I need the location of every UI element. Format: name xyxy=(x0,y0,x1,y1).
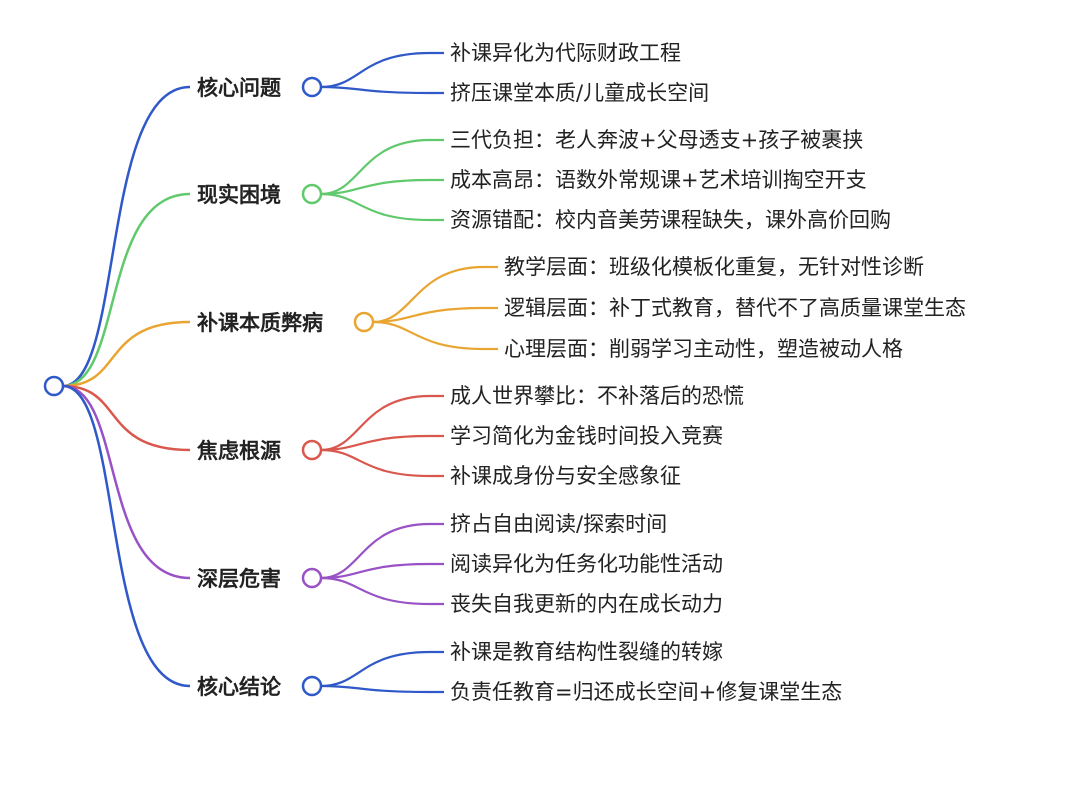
branch-title: 核心结论 xyxy=(197,675,282,699)
leaf-item: 学习简化为金钱时间投入竞赛 xyxy=(450,424,723,448)
branch-to-leaf-connector xyxy=(320,434,444,452)
branch-node-circle[interactable] xyxy=(301,439,323,461)
branch-title: 深层危害 xyxy=(197,567,281,591)
root-to-branch-connector xyxy=(62,85,191,388)
branch-to-leaf-connector xyxy=(320,448,444,478)
branch-node-circle[interactable] xyxy=(301,183,323,205)
branch-title: 现实困境 xyxy=(197,183,281,207)
root-to-branch-connector xyxy=(62,384,191,452)
branch-to-leaf-connector xyxy=(320,562,444,580)
branch-to-leaf-connector xyxy=(320,522,444,580)
root-to-branch-connector xyxy=(62,192,191,388)
branch-to-leaf-connector xyxy=(320,192,444,222)
branch-to-leaf-connector xyxy=(372,320,498,351)
leaf-item: 资源错配：校内音美劳课程缺失，课外高价回购 xyxy=(450,208,891,232)
root-to-branch-connector xyxy=(62,384,191,580)
root-node-circle[interactable] xyxy=(43,375,65,397)
leaf-item: 阅读异化为任务化功能性活动 xyxy=(450,552,723,576)
leaf-item: 补课异化为代际财政工程 xyxy=(450,41,681,65)
leaf-item: 三代负担：老人奔波+父母透支+孩子被裹挟 xyxy=(450,128,863,152)
root-to-branch-connector xyxy=(62,384,191,688)
branch-to-leaf-connector xyxy=(372,265,498,324)
branch-node-circle[interactable] xyxy=(301,567,323,589)
leaf-item: 心理层面：削弱学习主动性，塑造被动人格 xyxy=(504,337,903,361)
leaf-item: 补课是教育结构性裂缝的转嫁 xyxy=(450,640,723,664)
branch-to-leaf-connector xyxy=(320,684,444,694)
leaf-item: 挤占自由阅读/探索时间 xyxy=(450,512,667,536)
branch-to-leaf-connector xyxy=(320,138,444,196)
leaf-item: 逻辑层面：补丁式教育，替代不了高质量课堂生态 xyxy=(504,296,966,320)
branch-node-circle[interactable] xyxy=(301,76,323,98)
branch-to-leaf-connector xyxy=(320,576,444,606)
branch-title: 焦虑根源 xyxy=(196,439,281,463)
leaf-item: 补课成身份与安全感象征 xyxy=(450,464,681,488)
branch-node-circle[interactable] xyxy=(353,311,375,333)
branch-to-leaf-connector xyxy=(320,394,444,452)
branch-title: 核心问题 xyxy=(197,76,282,100)
leaf-item: 挤压课堂本质/儿童成长空间 xyxy=(450,81,709,105)
leaf-item: 负责任教育=归还成长空间+修复课堂生态 xyxy=(450,680,842,704)
mind-map-connectors xyxy=(62,51,498,694)
branch-to-leaf-connector xyxy=(320,85,444,95)
leaf-item: 成人世界攀比：不补落后的恐慌 xyxy=(450,384,744,408)
branch-to-leaf-connector xyxy=(320,178,444,196)
root-to-branch-connector xyxy=(62,320,191,388)
leaf-item: 成本高昂：语数外常规课+艺术培训掏空开支 xyxy=(450,168,867,192)
branch-title: 补课本质弊病 xyxy=(196,311,323,335)
branch-node-circle[interactable] xyxy=(301,675,323,697)
branch-to-leaf-connector xyxy=(320,650,444,688)
leaf-item: 丧失自我更新的内在成长动力 xyxy=(450,592,723,616)
branch-to-leaf-connector xyxy=(320,51,444,89)
leaf-item: 教学层面：班级化模板化重复，无针对性诊断 xyxy=(504,255,924,279)
branch-to-leaf-connector xyxy=(372,306,498,324)
